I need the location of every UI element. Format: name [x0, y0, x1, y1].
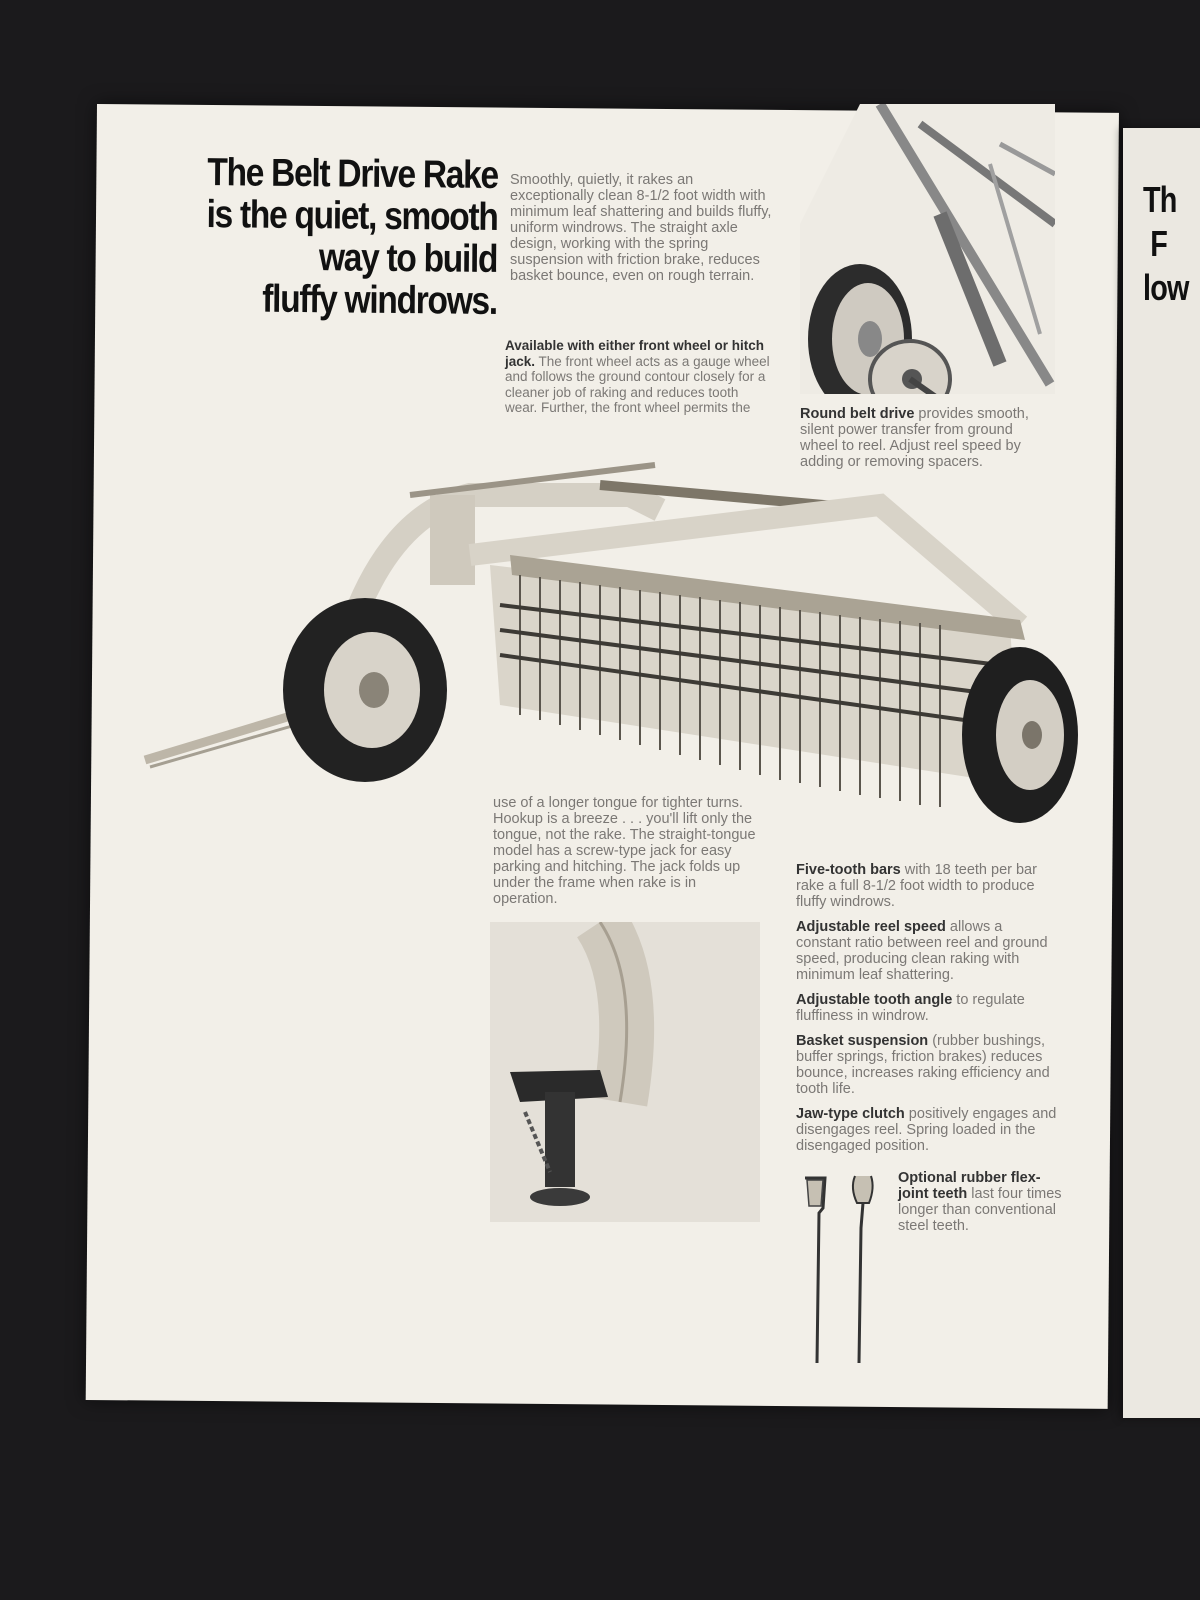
feature-jaw-clutch: Jaw-type clutch positively engages and d… [796, 1106, 1061, 1154]
headline: The Belt Drive Rake is the quiet, smooth… [204, 151, 499, 323]
intro-paragraph: Smoothly, quietly, it rakes an exception… [510, 172, 772, 284]
feature-lead: Basket suspension [796, 1033, 929, 1049]
hitch-text: The front wheel acts as a gauge wheel an… [505, 353, 770, 416]
hitch-paragraph: Available with either front wheel or hit… [505, 338, 770, 416]
feature-text: with 18 teeth per bar rake a full 8-1/2 … [796, 862, 1037, 910]
next-page-edge [1123, 128, 1200, 1418]
headline-line-4: fluffy windrows. [262, 277, 498, 323]
belt-drive-text: provides smooth, silent power transfer f… [800, 406, 1029, 470]
rubber-teeth-text: last four times longer than conventional… [898, 1186, 1062, 1234]
feature-lead: Adjustable tooth angle [796, 992, 953, 1008]
features-list: Five-tooth bars with 18 teeth per bar ra… [796, 862, 1061, 1163]
rubber-teeth-caption: Optional rubber flex-joint teeth last fo… [898, 1170, 1063, 1234]
hitch-jack-photo [490, 922, 760, 1222]
belt-drive-photo [800, 104, 1055, 394]
feature-tooth-angle: Adjustable tooth angle to regulate fluff… [796, 992, 1061, 1024]
feature-basket-suspension: Basket suspension (rubber bushings, buff… [796, 1033, 1061, 1097]
belt-drive-lead: Round belt drive [800, 406, 915, 422]
rubber-teeth-illustration [805, 1175, 874, 1364]
feature-lead: Jaw-type clutch [796, 1106, 905, 1122]
hitch-lead: Available with either front wheel or hit… [505, 338, 765, 369]
headline-line-1: The Belt Drive Rake [207, 151, 499, 197]
rake-photo [143, 462, 1078, 823]
feature-lead: Five-tooth bars [796, 862, 901, 878]
feature-lead: Adjustable reel speed [796, 919, 946, 935]
headline-line-3: way to build [318, 236, 498, 281]
feature-text: (rubber bushings, buffer springs, fricti… [796, 1033, 1050, 1097]
headline-line-2: is the quiet, smooth [206, 193, 498, 239]
belt-drive-caption: Round belt drive provides smooth, silent… [800, 406, 1052, 470]
feature-five-tooth-bars: Five-tooth bars with 18 teeth per bar ra… [796, 862, 1061, 910]
tongue-paragraph: use of a longer tongue for tighter turns… [493, 795, 756, 907]
rubber-teeth-lead: Optional rubber flex-joint teeth [898, 1170, 1041, 1202]
feature-text: to regulate fluffiness in windrow. [796, 992, 1025, 1024]
feature-text: positively engages and disengages reel. … [796, 1106, 1057, 1154]
feature-reel-speed: Adjustable reel speed allows a constant … [796, 919, 1061, 983]
next-page-title-fragment: Th F low [1143, 179, 1189, 308]
feature-text: allows a constant ratio between reel and… [796, 919, 1048, 983]
